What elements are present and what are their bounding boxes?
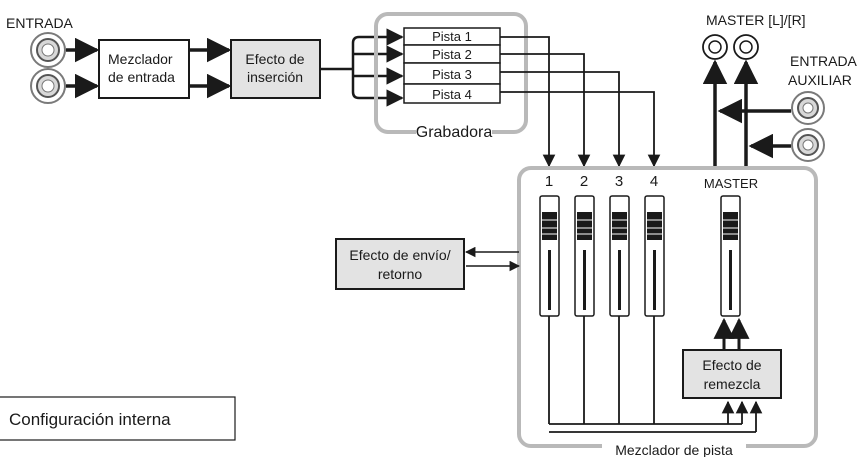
remezcla-line2: remezcla <box>704 376 761 392</box>
envio-retorno-line2: retorno <box>378 266 423 282</box>
mezclador-pista-group <box>517 166 818 448</box>
master-left-jack-icon <box>702 34 728 60</box>
config-interna-box: Configuración interna <box>0 396 236 441</box>
entrada-auxiliar-line2: AUXILIAR <box>788 72 852 88</box>
fader-channel-2-icon <box>574 195 595 317</box>
track-list: Pista 1 Pista 2 Pista 3 Pista 4 <box>403 27 501 104</box>
efecto-remezcla-box: Efecto de remezcla <box>682 349 782 399</box>
channel-2-number: 2 <box>580 173 588 190</box>
mezclador-pista-label: Mezclador de pista <box>615 442 733 457</box>
track-2-label: Pista 2 <box>432 47 472 62</box>
fader-master-icon <box>720 195 741 317</box>
mezclador-entrada-line1: Mezclador <box>108 51 173 67</box>
tracks-to-channels-wiring <box>500 36 661 168</box>
channel-1-number: 1 <box>545 173 553 190</box>
channel-3-number: 3 <box>615 173 623 190</box>
entrada-label: ENTRADA <box>6 15 74 31</box>
master-lr-label: MASTER [L]/[R] <box>706 12 806 28</box>
efecto-insercion-line1: Efecto de <box>245 51 304 67</box>
efecto-insercion-box: Efecto de inserción <box>230 39 321 99</box>
remezcla-line1: Efecto de <box>702 357 761 373</box>
insert-to-tracks-wiring <box>320 28 404 107</box>
aux-jack-1-icon <box>791 91 825 125</box>
track-4-label: Pista 4 <box>432 87 472 102</box>
input-jack-2-icon <box>30 68 66 104</box>
config-interna-label: Configuración interna <box>9 410 171 429</box>
fader-channel-3-icon <box>609 195 630 317</box>
master-right-jack-icon <box>733 34 759 60</box>
master-fader-label: MASTER <box>704 176 758 191</box>
efecto-envio-retorno-box: Efecto de envío/ retorno <box>335 238 465 290</box>
track-1-label: Pista 1 <box>432 29 472 44</box>
efecto-insercion-line2: inserción <box>247 69 303 85</box>
channel-4-number: 4 <box>650 173 658 190</box>
fader-channel-1-icon <box>539 195 560 317</box>
entrada-auxiliar-line1: ENTRADA <box>790 53 858 69</box>
input-jack-1-icon <box>30 32 66 68</box>
mezclador-entrada-line2: de entrada <box>108 69 175 85</box>
track-3-label: Pista 3 <box>432 67 472 82</box>
grabadora-label: Grabadora <box>416 124 493 141</box>
mix-bus-wiring <box>548 316 763 433</box>
fader-channel-4-icon <box>644 195 665 317</box>
track-4-box <box>403 83 501 104</box>
mezclador-entrada-box: Mezclador de entrada <box>98 39 190 99</box>
envio-retorno-line1: Efecto de envío/ <box>349 247 450 263</box>
aux-jack-2-icon <box>791 128 825 162</box>
